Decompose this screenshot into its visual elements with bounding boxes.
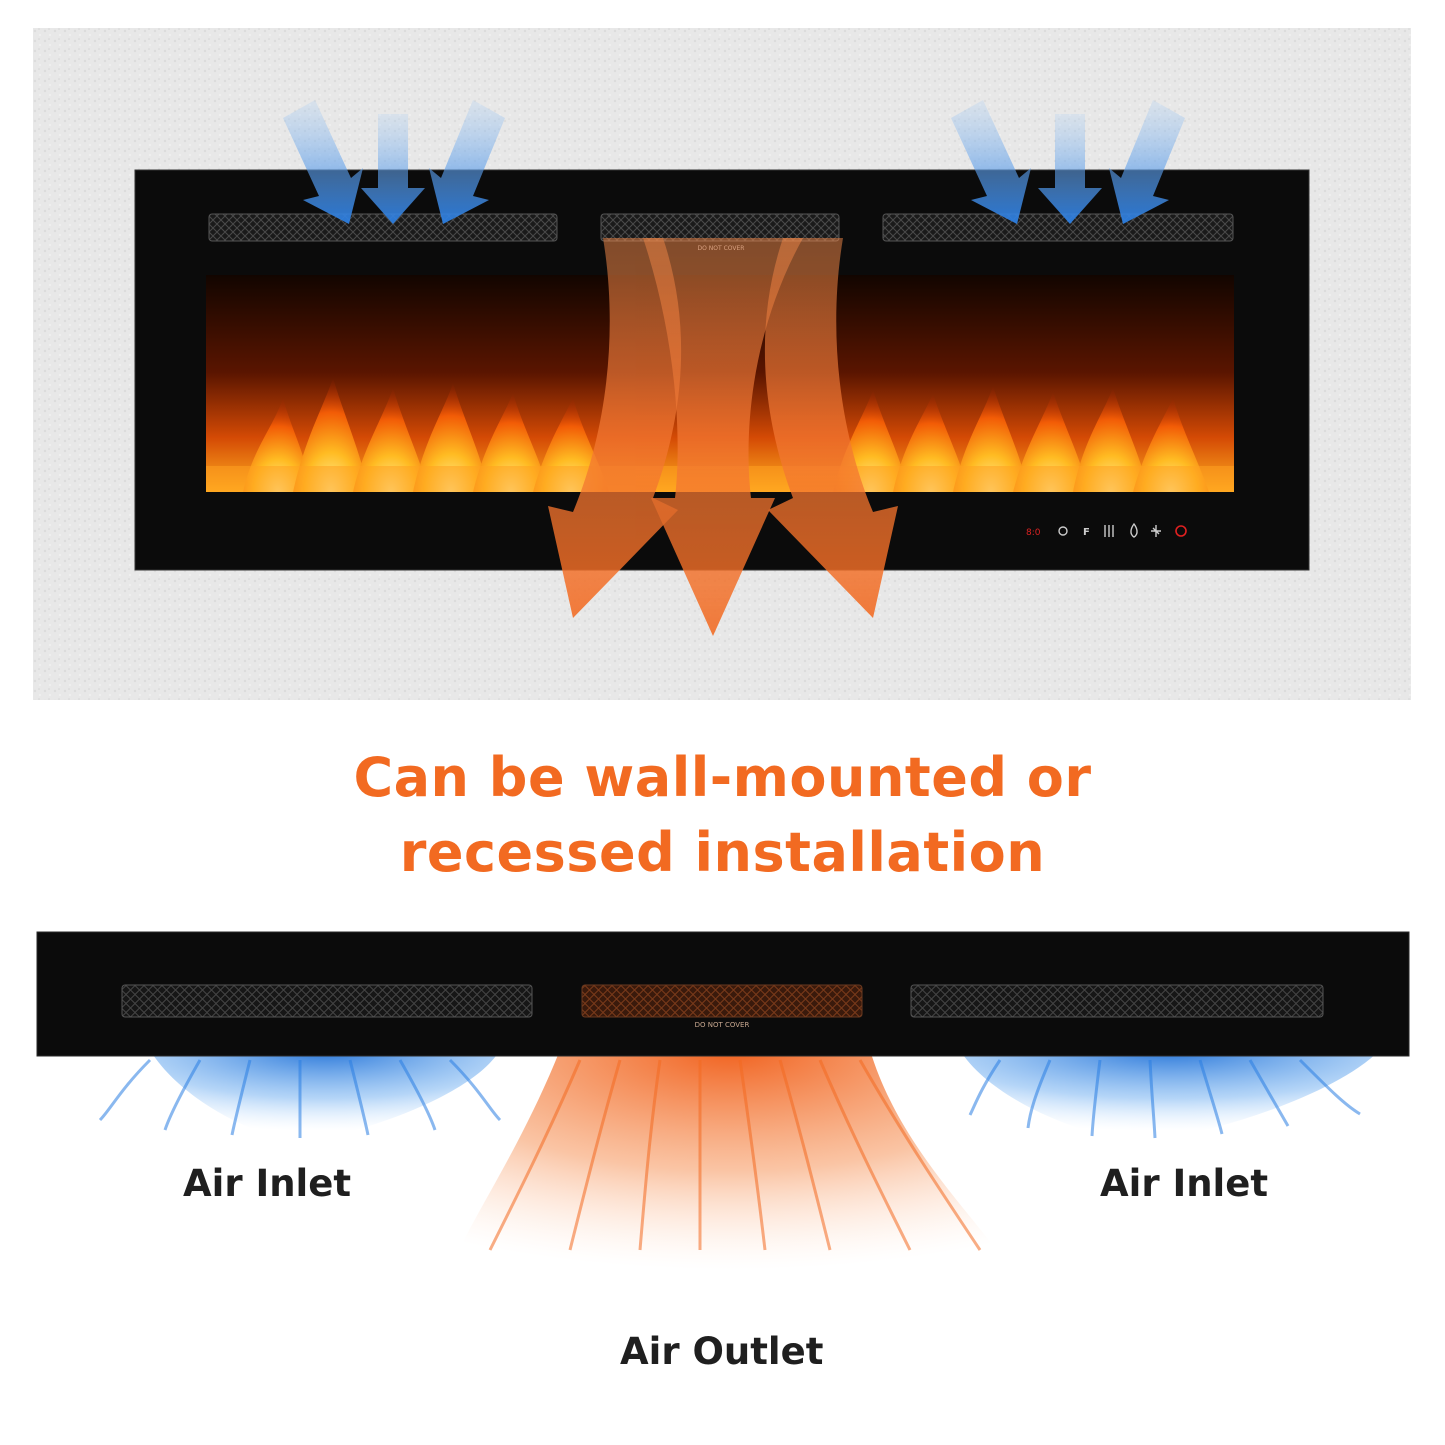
timer-icon[interactable] — [1058, 526, 1068, 536]
left-inlet-airflow — [150, 1050, 500, 1140]
wall-mounted-fireplace-scene: DO NOT COVER 8:0 F — [33, 28, 1411, 700]
light-icon[interactable] — [1151, 525, 1161, 537]
left-inlet-streaks — [98, 1058, 502, 1138]
right-inlet-airflow — [960, 1050, 1380, 1140]
right-inlet-streaks — [968, 1058, 1361, 1139]
headline-line-1: Can be wall-mounted or — [353, 746, 1092, 809]
inlet-arrows-left — [283, 100, 505, 224]
headline-line-2: recessed installation — [399, 821, 1046, 884]
air-inlet-right-label: Air Inlet — [1100, 1162, 1269, 1205]
outlet-arrows — [548, 238, 898, 636]
bottom-left-inlet-vent — [121, 984, 533, 1018]
bottom-right-inlet-vent — [910, 984, 1324, 1018]
left-air-inlet-vent — [208, 213, 558, 242]
inlet-arrows-right — [951, 100, 1185, 224]
bottom-do-not-cover-label: DO NOT COVER — [695, 1021, 750, 1029]
outlet-streaks — [488, 1059, 982, 1251]
recessed-fireplace-airflow-scene: DO NOT COVER — [36, 931, 1410, 1270]
power-icon[interactable] — [1175, 525, 1187, 537]
heat-outlet-vent — [600, 213, 840, 242]
air-inlet-left-label: Air Inlet — [183, 1162, 352, 1205]
heat-icon[interactable] — [1104, 525, 1114, 537]
fahrenheit-icon[interactable]: F — [1083, 527, 1090, 538]
control-panel: 8:0 F — [1026, 522, 1187, 538]
bottom-outlet-vent — [581, 984, 863, 1018]
flame-icon[interactable] — [1130, 522, 1138, 538]
outlet-airflow — [450, 1050, 1010, 1270]
timer-display-icon[interactable]: 8:0 — [1026, 528, 1041, 538]
right-air-inlet-vent — [882, 213, 1234, 242]
air-outlet-label: Air Outlet — [620, 1330, 824, 1373]
